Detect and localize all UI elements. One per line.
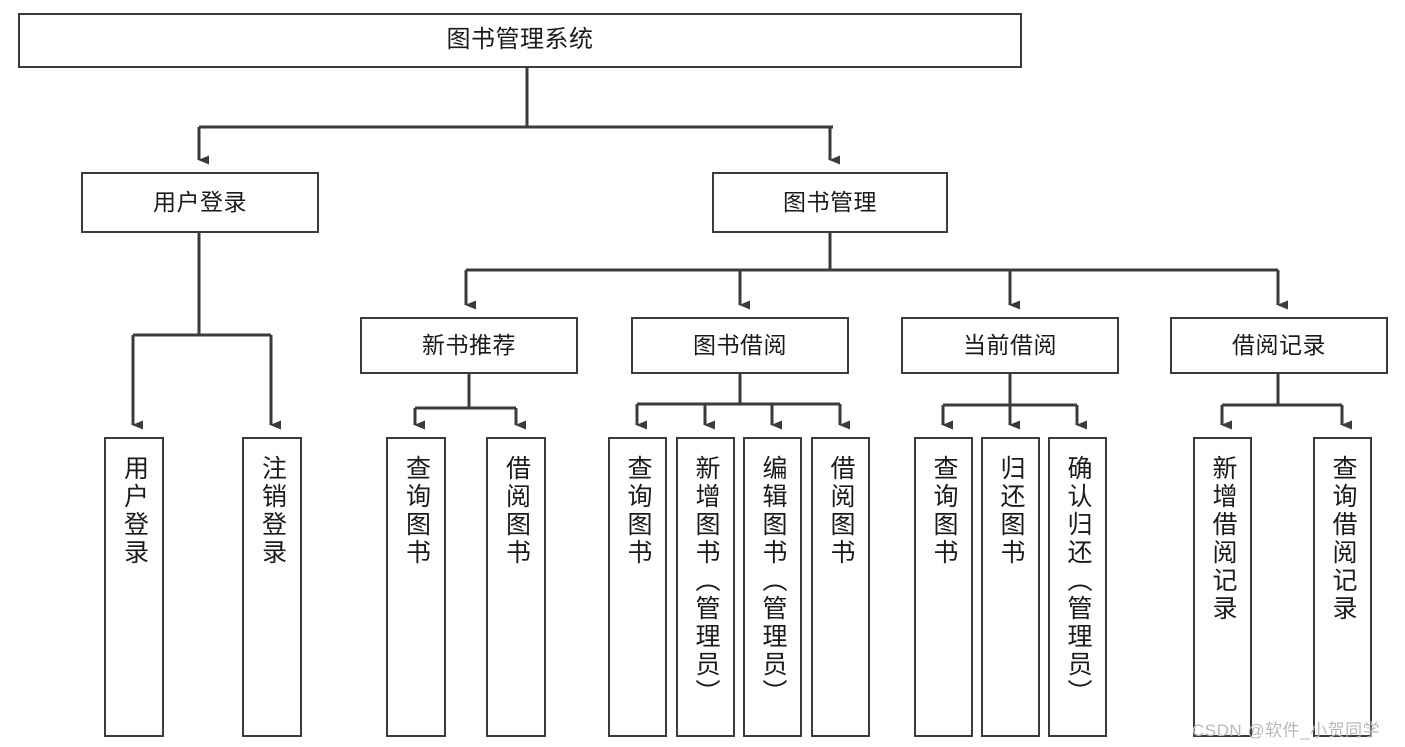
node-book-management[interactable]: 图书管理 [712, 172, 948, 233]
leaf-user-login-label: 用户登录 [120, 455, 149, 567]
leaf-borrow-books-new-label: 借阅图书 [502, 455, 531, 567]
leaf-query-borrow-record-label: 查询借阅记录 [1329, 455, 1357, 623]
leaf-confirm-return-admin[interactable]: 确认归还（管理员） [1048, 437, 1107, 737]
node-user-login[interactable]: 用户登录 [81, 172, 319, 233]
node-book-management-label: 图书管理 [783, 188, 877, 215]
leaf-add-borrow-record-label: 新增借阅记录 [1209, 455, 1237, 623]
leaf-borrow-books-new[interactable]: 借阅图书 [486, 437, 546, 737]
node-book-borrow[interactable]: 图书借阅 [631, 317, 849, 374]
csdn-watermark: CSDN @软件_小贺同学 [1192, 721, 1381, 740]
node-user-login-label: 用户登录 [153, 188, 247, 215]
node-book-borrow-label: 图书借阅 [693, 331, 787, 358]
node-borrow-records-label: 借阅记录 [1232, 331, 1326, 358]
leaf-edit-book-admin[interactable]: 编辑图书（管理员） [743, 437, 802, 737]
leaf-query-books-current[interactable]: 查询图书 [914, 437, 973, 737]
node-current-borrow[interactable]: 当前借阅 [901, 317, 1119, 374]
leaf-query-books-borrow[interactable]: 查询图书 [608, 437, 667, 737]
leaf-logout-label: 注销登录 [258, 455, 287, 567]
leaf-add-book-admin[interactable]: 新增图书（管理员） [676, 437, 735, 737]
leaf-query-books-new-label: 查询图书 [402, 455, 431, 567]
leaf-query-borrow-record[interactable]: 查询借阅记录 [1313, 437, 1372, 737]
leaf-return-book-label: 归还图书 [997, 455, 1025, 567]
leaf-return-book[interactable]: 归还图书 [981, 437, 1040, 737]
node-new-book-recommend[interactable]: 新书推荐 [360, 317, 578, 374]
leaf-query-books-current-label: 查询图书 [930, 455, 958, 567]
leaf-add-borrow-record[interactable]: 新增借阅记录 [1193, 437, 1252, 737]
leaf-borrow-book[interactable]: 借阅图书 [811, 437, 870, 737]
node-current-borrow-label: 当前借阅 [963, 331, 1057, 358]
leaf-add-book-admin-label: 新增图书（管理员） [692, 455, 720, 707]
leaf-user-login[interactable]: 用户登录 [104, 437, 164, 737]
node-new-book-recommend-label: 新书推荐 [422, 331, 516, 358]
node-borrow-records[interactable]: 借阅记录 [1170, 317, 1388, 374]
leaf-edit-book-admin-label: 编辑图书（管理员） [759, 455, 787, 707]
node-root[interactable]: 图书管理系统 [18, 13, 1022, 68]
node-root-label: 图书管理系统 [446, 26, 594, 54]
leaf-query-books-borrow-label: 查询图书 [624, 455, 652, 567]
leaf-confirm-return-admin-label: 确认归还（管理员） [1064, 455, 1092, 707]
leaf-query-books-new[interactable]: 查询图书 [386, 437, 446, 737]
leaf-logout[interactable]: 注销登录 [242, 437, 302, 737]
leaf-borrow-book-label: 借阅图书 [827, 455, 855, 567]
